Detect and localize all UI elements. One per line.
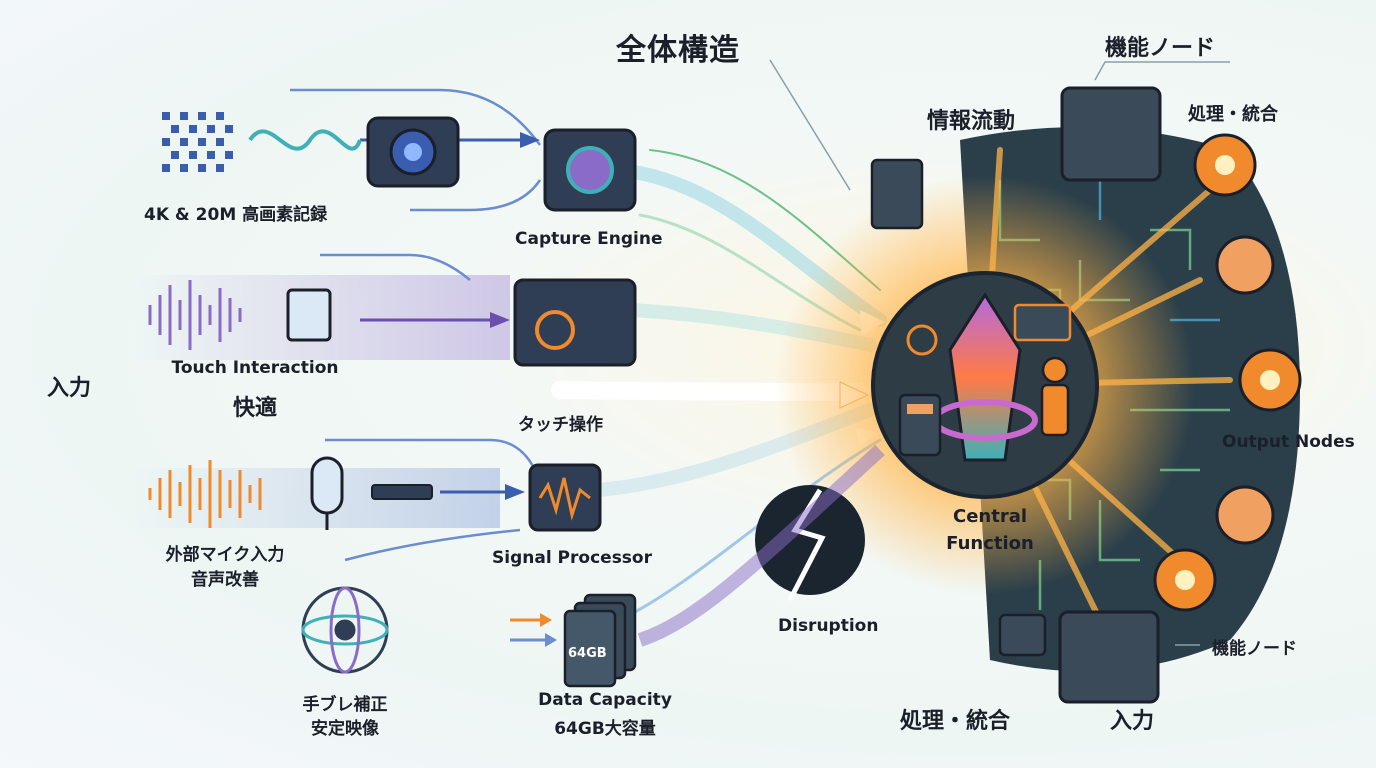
- mic-label: 外部マイク入力: [165, 545, 285, 565]
- crystal-icon: [948, 292, 1022, 462]
- folder-panel: [998, 613, 1047, 657]
- function-node-label-bottom: 機能ノード: [1212, 639, 1297, 659]
- touch-document-icon[interactable]: [286, 288, 332, 342]
- output-nodes-label: Output Nodes: [1222, 432, 1355, 452]
- mic-sublabel: 音声改善: [191, 570, 259, 590]
- data-capacity-sublabel: 64GB大容量: [554, 719, 656, 739]
- disruption-label: Disruption: [778, 616, 879, 636]
- wave-icon: [248, 129, 362, 151]
- signal-processor-chip[interactable]: [528, 463, 602, 532]
- sound-wave-icon-mic: [148, 460, 262, 528]
- camera-icon[interactable]: [366, 116, 460, 188]
- output-node-sliders[interactable]: [1215, 485, 1275, 545]
- capture-engine-label: Capture Engine: [515, 229, 663, 249]
- sd-card-stack[interactable]: [563, 593, 637, 688]
- hires-label: 4K & 20M 高画素記録: [144, 205, 328, 225]
- touch-target-icon: [535, 310, 575, 350]
- lens-icon: [566, 146, 614, 194]
- disruption-node[interactable]: [755, 485, 865, 595]
- stabilize-sublabel: 安定映像: [311, 719, 379, 739]
- sound-wave-icon-touch: [148, 280, 242, 350]
- connector-lines: [290, 88, 542, 562]
- sd-card-label: 64GB: [568, 646, 607, 661]
- input-label-bottom: 入力: [1110, 709, 1155, 734]
- diagram-title: 全体構造: [616, 33, 740, 68]
- function-node-panel-bottom: [1058, 610, 1160, 704]
- gyro-icon[interactable]: [301, 586, 389, 674]
- touch-label: Touch Interaction: [171, 358, 339, 378]
- input-label-left: 入力: [47, 376, 92, 401]
- microphone-icon[interactable]: [310, 456, 344, 530]
- data-capacity-label: Data Capacity: [538, 690, 672, 710]
- function-node-panel-top: [1060, 86, 1162, 182]
- sliders-icon: [1013, 303, 1072, 342]
- gear-icon: [906, 324, 938, 356]
- person-icon: [1040, 356, 1070, 437]
- touch-panel-chip[interactable]: [513, 278, 637, 367]
- stabilize-label: 手ブレ補正: [302, 695, 388, 715]
- touch-op-label: タッチ操作: [518, 415, 603, 435]
- calculator-icon: [898, 393, 942, 457]
- disruption-stream: [637, 444, 885, 647]
- processing-label-top: 処理・統合: [1188, 104, 1278, 125]
- central-function-label-line1: Central: [952, 506, 1028, 527]
- signal-processor-label: Signal Processor: [492, 548, 652, 568]
- output-node-arrow[interactable]: [1215, 235, 1275, 295]
- function-node-label-top: 機能ノード: [1105, 36, 1216, 61]
- info-flow-label: 情報流動: [927, 109, 1016, 134]
- transfer-arrows-icon: [510, 613, 557, 647]
- pixel-grid-icon: [162, 112, 233, 172]
- waveform-icon: [538, 477, 591, 521]
- info-flow-panel: [870, 158, 924, 230]
- touch-sublabel: 快適: [232, 396, 277, 421]
- callout-lines: [769, 59, 1230, 646]
- cable-plug-icon: [371, 484, 433, 500]
- central-function-label-line2: Function: [946, 533, 1034, 554]
- output-nodes: [1153, 133, 1302, 612]
- processing-label-bottom: 処理・統合: [900, 709, 1011, 734]
